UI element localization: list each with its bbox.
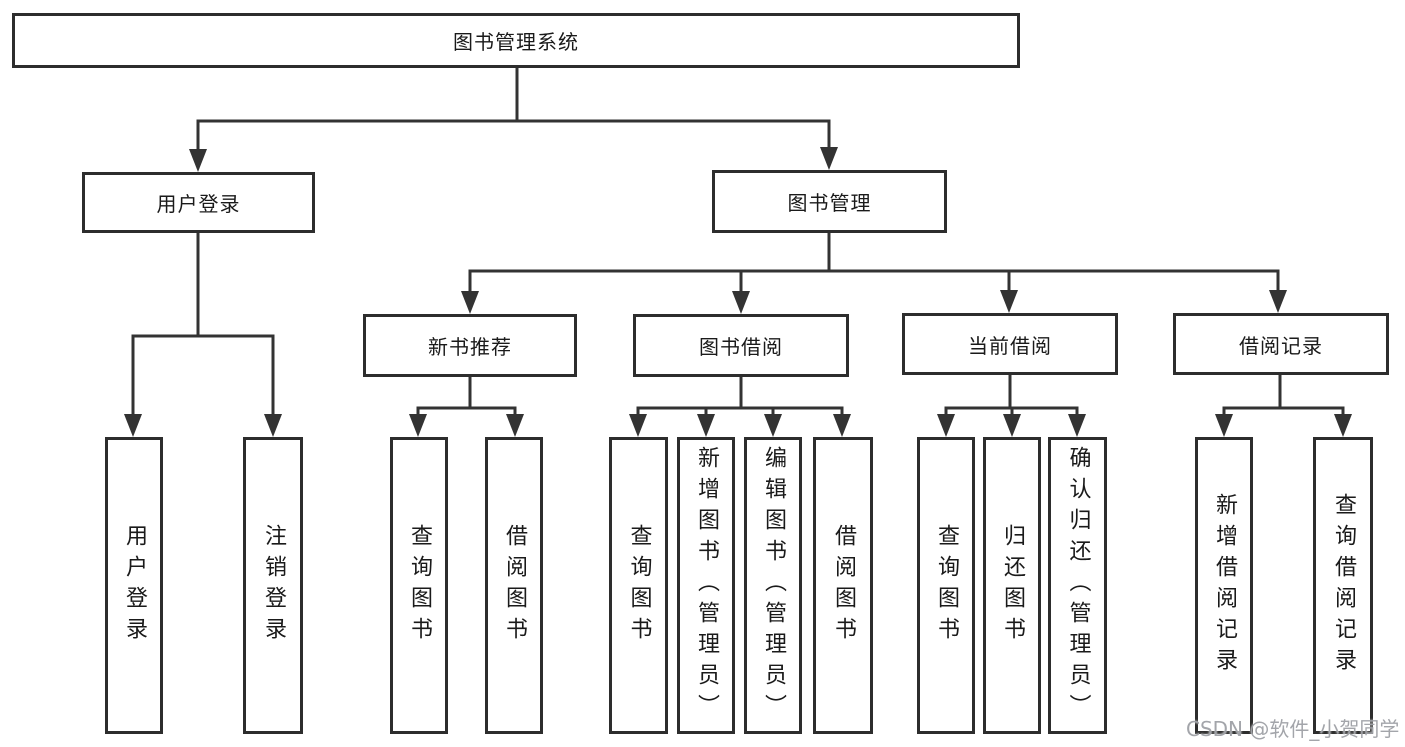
node-label: 新增图书（管理员） bbox=[694, 446, 719, 725]
node-book-management: 图书管理 bbox=[712, 170, 947, 233]
node-label: 图书管理 bbox=[787, 191, 872, 215]
node-current-borrowing: 当前借阅 bbox=[902, 313, 1118, 375]
leaf-add-books-admin: 新增图书（管理员） bbox=[677, 437, 735, 734]
node-label: 用户登录 bbox=[122, 523, 147, 648]
node-label: 借阅记录 bbox=[1239, 333, 1323, 358]
node-label: 借阅图书 bbox=[502, 523, 527, 648]
node-label: 用户登录 bbox=[156, 192, 241, 216]
node-label: 新书推荐 bbox=[428, 335, 512, 359]
node-user-login: 用户登录 bbox=[82, 172, 315, 233]
leaf-query-books-1: 查询图书 bbox=[390, 437, 448, 734]
leaf-add-borrow-record: 新增借阅记录 bbox=[1195, 437, 1253, 734]
leaf-edit-books-admin: 编辑图书（管理员） bbox=[744, 437, 802, 734]
node-borrowing-records: 借阅记录 bbox=[1173, 313, 1389, 375]
node-label: 新增借阅记录 bbox=[1212, 492, 1237, 679]
leaf-user-login: 用户登录 bbox=[105, 437, 163, 734]
node-new-book-recommend: 新书推荐 bbox=[363, 314, 577, 377]
leaf-borrow-books-2: 借阅图书 bbox=[813, 437, 873, 734]
node-library-management-system: 图书管理系统 bbox=[12, 13, 1020, 68]
node-label: 查询图书 bbox=[934, 523, 959, 648]
node-label: 编辑图书（管理员） bbox=[761, 446, 786, 725]
node-label: 确认归还（管理员） bbox=[1065, 446, 1091, 725]
leaf-query-borrow-record: 查询借阅记录 bbox=[1313, 437, 1373, 734]
node-label: 注销登录 bbox=[261, 523, 286, 648]
leaf-confirm-return-admin: 确认归还（管理员） bbox=[1048, 437, 1107, 734]
node-label: 查询图书 bbox=[626, 523, 652, 648]
watermark: CSDN @软件_小贺同学 bbox=[1186, 717, 1400, 741]
node-label: 当前借阅 bbox=[968, 333, 1052, 358]
leaf-query-books-2: 查询图书 bbox=[609, 437, 668, 734]
node-label: 图书借阅 bbox=[699, 335, 783, 359]
leaf-logout: 注销登录 bbox=[243, 437, 303, 734]
node-label: 图书管理系统 bbox=[453, 30, 579, 54]
node-book-borrowing: 图书借阅 bbox=[633, 314, 849, 377]
leaf-query-books-3: 查询图书 bbox=[917, 437, 975, 734]
node-label: 查询借阅记录 bbox=[1331, 492, 1356, 679]
leaf-return-books: 归还图书 bbox=[983, 437, 1041, 734]
node-label: 借阅图书 bbox=[831, 523, 856, 648]
leaf-borrow-books-1: 借阅图书 bbox=[485, 437, 543, 734]
node-label: 归还图书 bbox=[1000, 523, 1025, 648]
node-label: 查询图书 bbox=[407, 523, 432, 648]
